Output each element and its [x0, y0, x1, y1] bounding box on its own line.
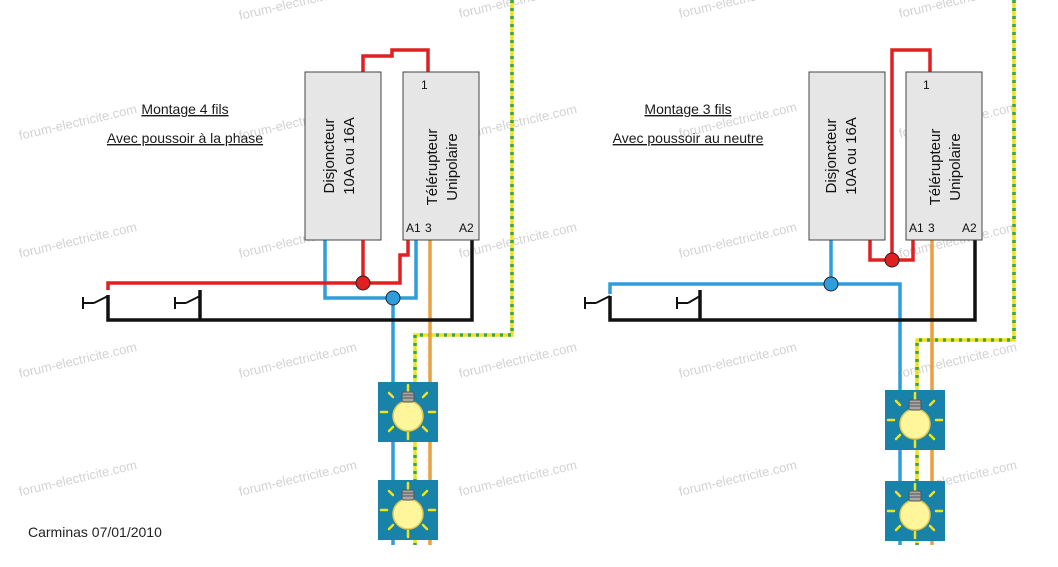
right-breaker-box: Disjoncteur 10A ou 16A — [808, 71, 886, 241]
right-lamp-2 — [883, 479, 947, 543]
left-neutral-junction — [385, 290, 401, 306]
left-relay-line2: Unipolaire — [444, 133, 461, 201]
right-breaker-line1: Disjoncteur — [823, 118, 840, 193]
left-breaker-line2: 10A ou 16A — [341, 117, 358, 195]
watermark-text: forum-electricite.com — [17, 219, 138, 261]
right-terminal-1: 1 — [923, 78, 930, 92]
watermark-text: forum-electricite.com — [237, 0, 358, 23]
watermark-text: forum-electricite.com — [677, 339, 798, 381]
right-breaker-line2: 10A ou 16A — [843, 117, 860, 195]
left-relay-box: Télérupteur Unipolaire 1 A1 3 A2 — [402, 71, 480, 241]
right-relay-box: Télérupteur Unipolaire 1 A1 3 A2 — [905, 71, 983, 241]
right-title-line2: Avec poussoir au neutre — [613, 130, 764, 146]
left-breaker-box: Disjoncteur 10A ou 16A — [304, 71, 382, 241]
left-terminal-3: 3 — [425, 221, 432, 235]
left-terminal-a1: A1 — [406, 221, 421, 235]
right-push-button-2 — [676, 295, 701, 309]
right-terminal-a1: A1 — [909, 221, 924, 235]
watermark-text: forum-electricite.com — [237, 457, 358, 499]
right-terminal-3: 3 — [928, 221, 935, 235]
left-relay-line1: Télérupteur — [424, 129, 441, 206]
right-terminal-a2: A2 — [962, 221, 977, 235]
right-diagram: Montage 3 fils Avec poussoir au neutre — [584, 0, 1016, 545]
watermark-text: forum-electricite.com — [237, 339, 358, 381]
right-relay-line2: Unipolaire — [947, 133, 964, 201]
left-phase-wire — [106, 48, 430, 290]
watermark-text: forum-electricite.com — [457, 339, 578, 381]
left-push-button-1 — [82, 295, 109, 309]
watermark-text: forum-electricite.com — [897, 0, 1018, 21]
left-push-button-2 — [174, 295, 201, 309]
left-return-wire — [106, 240, 474, 322]
right-relay-line1: Télérupteur — [927, 129, 944, 206]
watermark-text: forum-electricite.com — [457, 457, 578, 499]
watermark-text: forum-electricite.com — [457, 0, 578, 21]
right-title-line1: Montage 3 fils — [644, 101, 731, 117]
author-credit: Carminas 07/01/2010 — [28, 524, 162, 540]
left-phase-junction — [355, 275, 371, 291]
left-lamp-1 — [376, 380, 440, 444]
watermark-text: forum-electricite.com — [17, 339, 138, 381]
watermark-text: forum-electricite.com — [677, 0, 798, 21]
right-lamp-1 — [883, 388, 947, 452]
right-phase-junction — [884, 252, 900, 268]
right-neutral-junction — [823, 276, 839, 292]
left-title-line1: Montage 4 fils — [141, 101, 228, 117]
watermark-text: forum-electricite.com — [677, 457, 798, 499]
left-terminal-a2: A2 — [459, 221, 474, 235]
right-push-button-1 — [584, 295, 611, 309]
left-diagram: Montage 4 fils Avec poussoir à la phase — [82, 0, 514, 545]
right-return-wire — [608, 240, 977, 322]
watermark-text: forum-electricite.com — [17, 457, 138, 499]
left-breaker-line1: Disjoncteur — [321, 118, 338, 193]
watermark-text: forum-electricite.com — [677, 219, 798, 261]
right-neutral-wire — [608, 240, 902, 545]
left-title-line2: Avec poussoir à la phase — [107, 130, 263, 146]
left-terminal-1: 1 — [421, 78, 428, 92]
left-lamp-2 — [376, 478, 440, 542]
